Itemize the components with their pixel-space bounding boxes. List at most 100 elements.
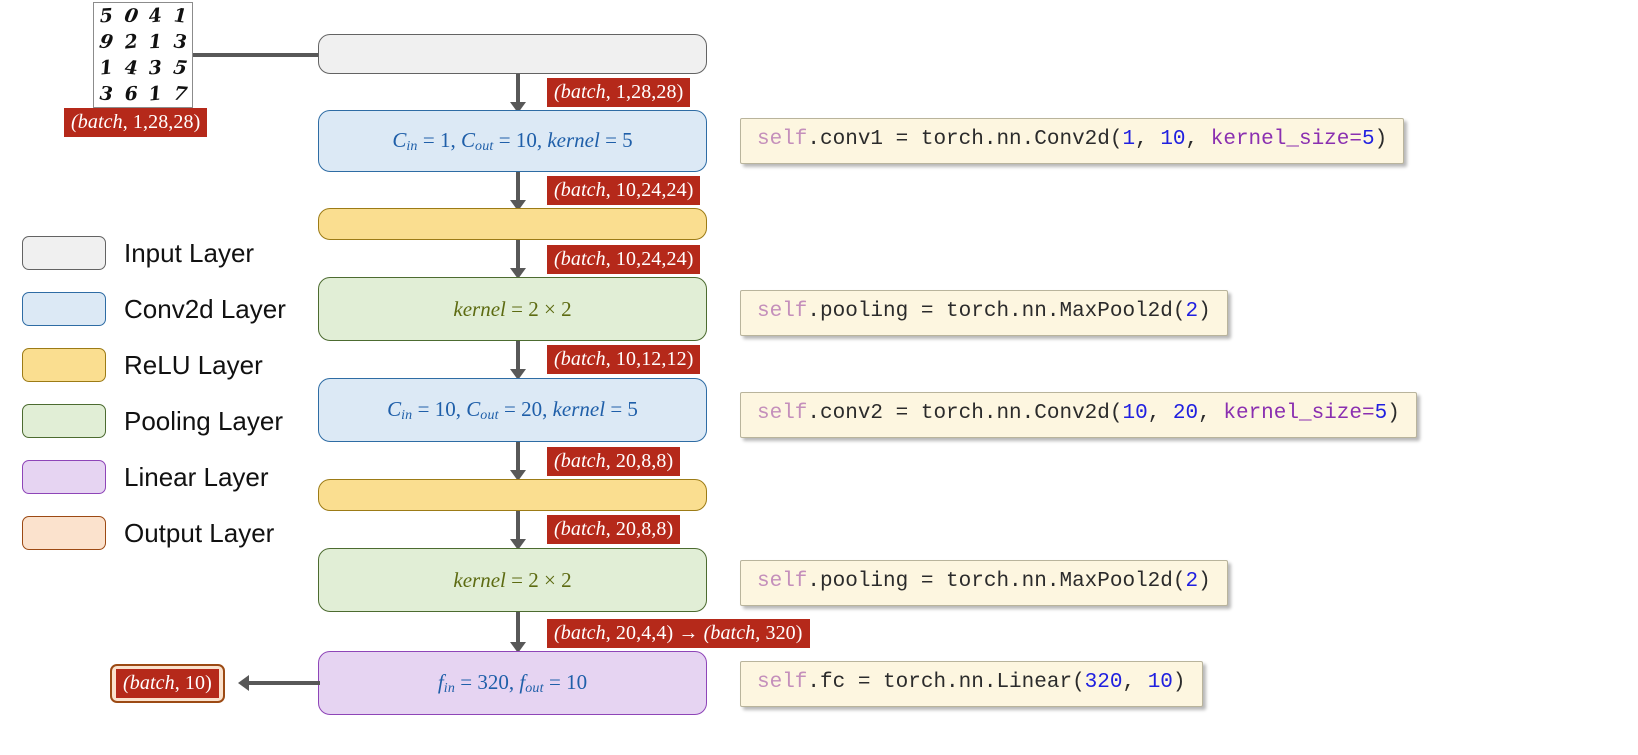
mnist-digit: 7 [171, 82, 189, 106]
legend-swatch-output-icon [22, 516, 106, 550]
code-token-arg1: 2 [1185, 300, 1199, 323]
code-box-pooling1: self.pooling = torch.nn.MaxPool2d(2) [740, 290, 1228, 336]
legend-label: Conv2d Layer [124, 293, 286, 324]
code-token-sep: , [1122, 671, 1148, 694]
code-token-body: .fc = torch.nn.Linear( [807, 671, 1085, 694]
code-token-sep: , [1147, 402, 1173, 425]
code-token-body: .pooling = torch.nn.MaxPool2d( [807, 300, 1186, 323]
legend-label: Output Layer [124, 517, 275, 548]
code-token-arg1: 2 [1185, 570, 1199, 593]
mnist-digit: 1 [98, 56, 114, 80]
mnist-digit: 3 [99, 82, 114, 106]
code-token-sep: , [1198, 402, 1224, 425]
shape-badge-output: (batch, 10) [116, 669, 219, 698]
code-token-close: ) [1172, 671, 1186, 694]
mnist-digit: 5 [171, 56, 189, 80]
code-token-arg2: 20 [1172, 402, 1199, 425]
mnist-digit: 3 [148, 56, 163, 80]
mnist-digit: 2 [123, 30, 139, 54]
legend-item-linear: Linear Layer [22, 449, 312, 505]
legend-swatch-pooling-icon [22, 404, 106, 438]
arrow-pool1-to-conv2 [516, 341, 520, 371]
layer-box-relu1 [318, 208, 707, 240]
mnist-digit: 3 [172, 30, 187, 54]
legend-item-input: Input Layer [22, 225, 312, 281]
code-token-body: .conv1 = torch.nn.Conv2d( [807, 128, 1123, 151]
input-feed-arrow [193, 53, 321, 57]
code-token-arg1: 10 [1122, 402, 1148, 425]
layer-box-input [318, 34, 707, 74]
layer-box-relu2 [318, 479, 707, 511]
layer-box-conv1: Cin = 1, Cout = 10, kernel = 5 [318, 110, 707, 172]
layer-box-pooling2: kernel = 2 × 2 [318, 548, 707, 612]
mnist-digit: 1 [148, 30, 163, 54]
layer-box-linear-fc: fin = 320, fout = 10 [318, 651, 707, 715]
conv2-params: Cin = 10, Cout = 20, kernel = 5 [387, 396, 638, 423]
shape-badge-flatten: (batch, 20,4,4) → (batch, 320) [547, 619, 810, 648]
mnist-digit: 1 [172, 4, 187, 28]
code-token-arg1: 1 [1122, 128, 1136, 151]
mnist-input-thumbnail: 5 0 4 1 9 2 1 3 1 4 3 5 3 6 1 7 [93, 2, 193, 108]
code-box-conv1: self.conv1 = torch.nn.Conv2d(1, 10, kern… [740, 118, 1405, 164]
legend-item-conv2d: Conv2d Layer [22, 281, 312, 337]
code-token-close: ) [1387, 402, 1400, 425]
mnist-digit-grid: 5 0 4 1 9 2 1 3 1 4 3 5 3 6 1 7 [94, 3, 192, 107]
arrow-conv2-to-relu2 [516, 442, 520, 472]
code-token-body: .conv2 = torch.nn.Conv2d( [807, 402, 1123, 425]
shape-badge-after-input: (batch, 1,28,28) [547, 78, 691, 107]
code-token-arg1: 320 [1084, 671, 1123, 694]
shape-badge-after-conv1: (batch, 10,24,24) [547, 176, 701, 205]
mnist-digit: 4 [147, 4, 163, 28]
code-token-kwarg: kernel_size= [1223, 402, 1375, 425]
code-token-kwarg: kernel_size= [1210, 128, 1362, 151]
code-token-close: ) [1374, 128, 1388, 151]
pooling1-params: kernel = 2 × 2 [453, 296, 572, 321]
shape-badge-after-conv2: (batch, 20,8,8) [547, 447, 681, 476]
legend-item-output: Output Layer [22, 505, 312, 561]
mnist-digit: 0 [122, 4, 140, 28]
legend-swatch-linear-icon [22, 460, 106, 494]
code-token-sep: , [1135, 128, 1161, 151]
code-token-body: .pooling = torch.nn.MaxPool2d( [807, 570, 1186, 593]
shape-badge-after-pool1: (batch, 10,12,12) [547, 345, 701, 374]
legend-item-pooling: Pooling Layer [22, 393, 312, 449]
mnist-digit: 9 [97, 30, 115, 54]
layer-box-pooling1: kernel = 2 × 2 [318, 277, 707, 341]
code-token-self: self [757, 570, 808, 593]
code-box-conv2: self.conv2 = torch.nn.Conv2d(10, 20, ker… [740, 392, 1417, 438]
code-box-fc: self.fc = torch.nn.Linear(320, 10) [740, 661, 1203, 707]
code-token-arg3: 5 [1374, 402, 1388, 425]
fc-params: fin = 320, fout = 10 [437, 669, 588, 696]
code-token-close: ) [1198, 570, 1211, 593]
code-token-arg2: 10 [1160, 128, 1186, 151]
shape-badge-after-relu2: (batch, 20,8,8) [547, 515, 681, 544]
arrow-input-to-conv1 [516, 74, 520, 104]
legend-swatch-input-icon [22, 236, 106, 270]
arrow-pool2-to-fc [516, 612, 520, 644]
code-box-pooling2: self.pooling = torch.nn.MaxPool2d(2) [740, 560, 1228, 606]
legend: Input Layer Conv2d Layer ReLU Layer Pool… [22, 225, 312, 561]
legend-label: ReLU Layer [124, 349, 263, 380]
output-layer-pill: (batch, 10) [110, 664, 225, 703]
code-token-self: self [757, 300, 808, 323]
code-token-self: self [757, 402, 808, 425]
layer-box-conv2: Cin = 10, Cout = 20, kernel = 5 [318, 378, 707, 442]
legend-label: Linear Layer [124, 461, 269, 492]
shape-badge-after-relu1: (batch, 10,24,24) [547, 245, 701, 274]
arrow-fc-to-output [248, 681, 320, 685]
mnist-digit: 1 [147, 82, 163, 106]
mnist-digit: 5 [99, 4, 114, 28]
pooling2-params: kernel = 2 × 2 [453, 567, 572, 592]
code-token-arg3: 5 [1361, 128, 1375, 151]
legend-swatch-relu-icon [22, 348, 106, 382]
code-token-self: self [757, 128, 808, 151]
legend-label: Input Layer [124, 237, 255, 268]
mnist-digit: 6 [123, 82, 138, 106]
arrow-conv1-to-relu1 [516, 172, 520, 202]
legend-swatch-conv2d-icon [22, 292, 106, 326]
legend-item-relu: ReLU Layer [22, 337, 312, 393]
arrow-relu1-to-pool1 [516, 240, 520, 270]
conv1-params: Cin = 1, Cout = 10, kernel = 5 [392, 127, 633, 154]
code-token-self: self [757, 671, 808, 694]
code-token-arg2: 10 [1147, 671, 1173, 694]
